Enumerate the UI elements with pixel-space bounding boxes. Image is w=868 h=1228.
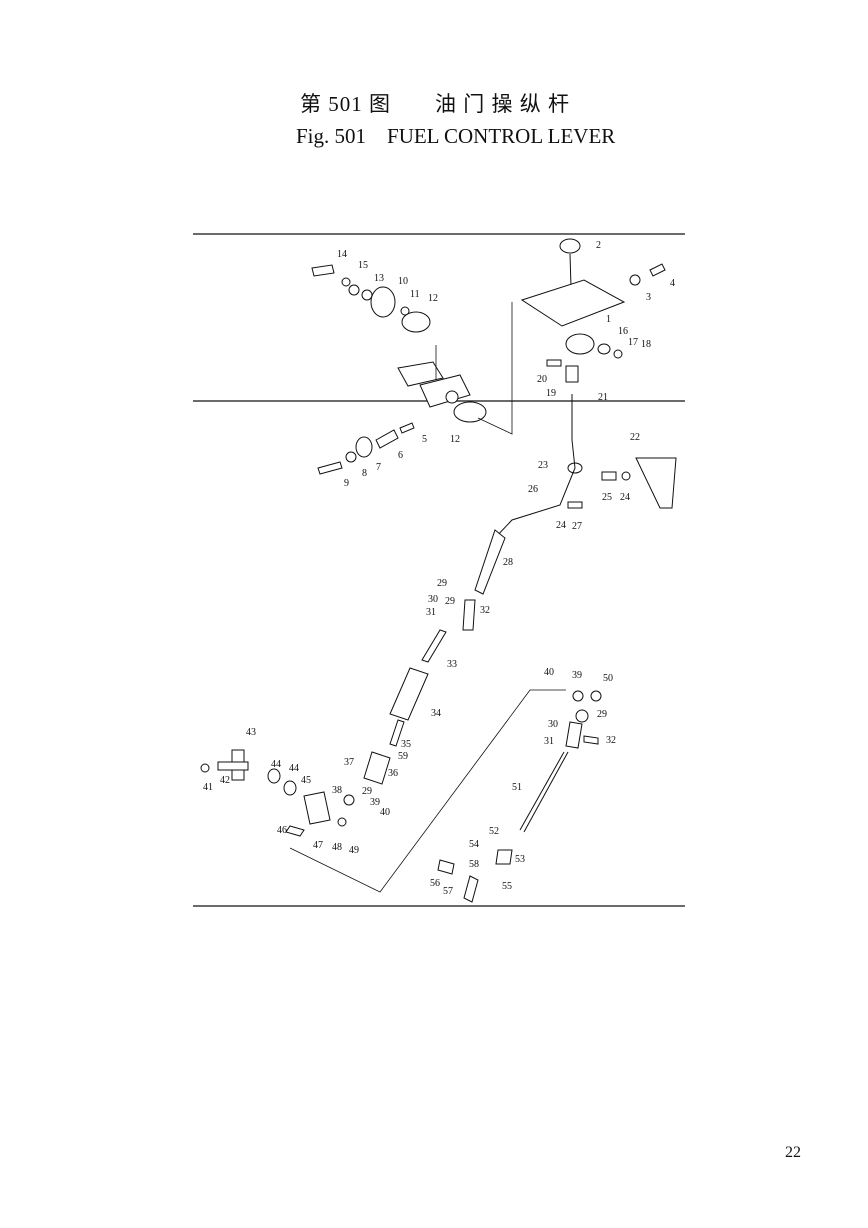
part-callout-10: 10 [398,276,408,287]
part-callout-43: 43 [246,727,256,738]
part-callout-8: 8 [362,468,367,479]
part-callout-51: 51 [512,782,522,793]
part-callout-25: 25 [602,492,612,503]
part-callout-42: 42 [220,775,230,786]
part-callout-11: 11 [410,289,420,300]
part-callout-13: 13 [374,273,384,284]
part-callout-40: 40 [380,807,390,818]
part-callout-1: 1 [606,314,611,325]
frame-lines [193,233,685,907]
part-callout-41: 41 [203,782,213,793]
part-callout-45: 45 [301,775,311,786]
part-callout-12: 12 [428,293,438,304]
part-callout-29: 29 [362,786,372,797]
page-number: 22 [785,1144,801,1161]
lever-assembly-drawing [520,238,677,509]
figure-title-english: Fig. 501 FUEL CONTROL LEVER [296,124,616,148]
part-callout-58: 58 [469,859,479,870]
part-callout-29: 29 [445,596,455,607]
part-callout-56: 56 [430,878,440,889]
part-callout-38: 38 [332,785,342,796]
linkage-drawing [200,749,355,837]
part-callout-53: 53 [515,854,525,865]
part-callout-2: 2 [596,240,601,251]
part-callout-9: 9 [344,478,349,489]
part-callout-4: 4 [670,278,675,289]
part-callout-32: 32 [606,735,616,746]
part-callout-59: 59 [398,751,408,762]
part-callout-44: 44 [289,763,299,774]
part-callout-24: 24 [620,492,630,503]
part-callout-47: 47 [313,840,323,851]
part-callout-34: 34 [431,708,441,719]
part-callout-48: 48 [332,842,342,853]
part-callout-24: 24 [556,520,566,531]
part-callout-33: 33 [447,659,457,670]
part-callout-23: 23 [538,460,548,471]
part-callout-21: 21 [598,392,608,403]
part-callout-20: 20 [537,374,547,385]
part-callout-16: 16 [618,326,628,337]
part-callout-26: 26 [528,484,538,495]
part-callout-22: 22 [630,432,640,443]
figure-title-chinese: 第 501 图 油 门 操 纵 杆 [300,92,570,116]
part-callout-6: 6 [398,450,403,461]
part-callout-32: 32 [480,605,490,616]
cable-drawing [363,394,576,785]
part-callout-40: 40 [544,667,554,678]
rod-assembly-drawing [437,690,602,903]
part-callout-12: 12 [450,434,460,445]
part-callout-19: 19 [546,388,556,399]
part-callout-7: 7 [376,462,381,473]
part-callout-15: 15 [358,260,368,271]
part-callout-57: 57 [443,886,453,897]
part-callout-5: 5 [422,434,427,445]
part-callout-30: 30 [548,719,558,730]
part-callout-18: 18 [641,339,651,350]
part-callout-14: 14 [337,249,347,260]
part-callout-49: 49 [349,845,359,856]
part-callout-44: 44 [271,759,281,770]
part-callout-36: 36 [388,768,398,779]
bracket-leader-lines [435,302,513,435]
part-callout-31: 31 [544,736,554,747]
part-callout-55: 55 [502,881,512,892]
part-callout-29: 29 [597,709,607,720]
part-callout-52: 52 [489,826,499,837]
part-callout-39: 39 [370,797,380,808]
part-callout-39: 39 [572,670,582,681]
part-callout-46: 46 [277,825,287,836]
part-callout-30: 30 [428,594,438,605]
part-callout-35: 35 [401,739,411,750]
linkage-leader-lines [289,689,566,893]
bracket-assembly-drawing [311,264,487,475]
part-callout-17: 17 [628,337,638,348]
part-callout-37: 37 [344,757,354,768]
part-callout-50: 50 [603,673,613,684]
part-callout-31: 31 [426,607,436,618]
part-callout-28: 28 [503,557,513,568]
part-callout-29: 29 [437,578,447,589]
part-callout-3: 3 [646,292,651,303]
part-callout-27: 27 [572,521,582,532]
part-callout-54: 54 [469,839,479,850]
